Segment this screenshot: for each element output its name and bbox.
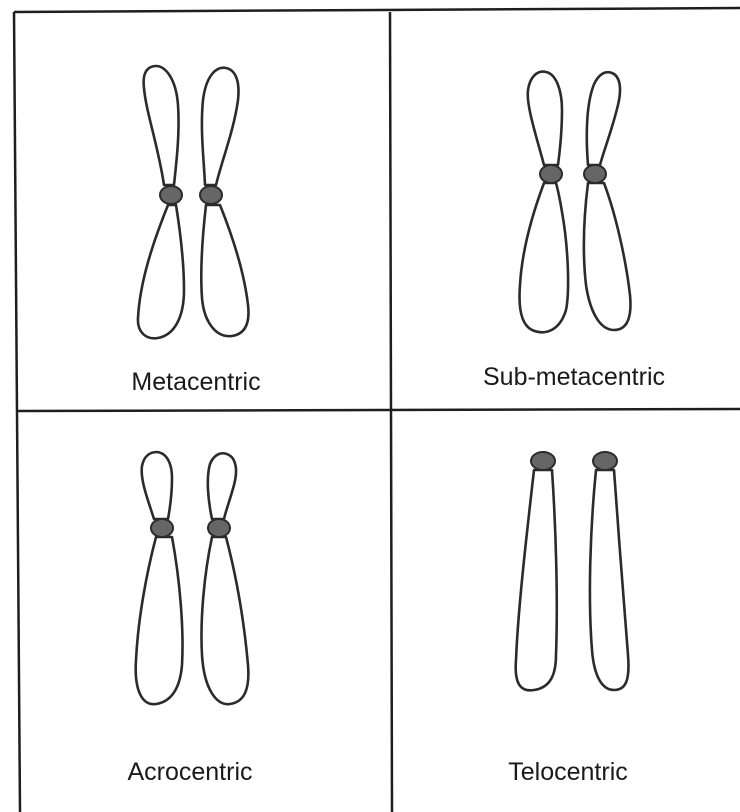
centromere [151,519,173,537]
centromere [208,519,230,537]
chromatid-left [520,72,569,333]
centromere [584,165,606,183]
centromere [540,165,562,183]
centromere [200,186,222,204]
chromatid-left [516,452,557,690]
chromatid-right [200,68,248,336]
chromatid-right [590,452,629,690]
centromere [593,452,617,470]
chromatid-left [136,452,183,704]
panel-grid [14,8,740,812]
centromere [160,186,182,204]
horizontal-divider [16,409,740,411]
chromatid-right [584,72,631,330]
panel-submetacentric: Sub-metacentric [483,72,665,391]
label-acrocentric: Acrocentric [127,758,252,786]
panel-metacentric: Metacentric [131,66,260,396]
label-telocentric: Telocentric [508,758,628,786]
chromatid-right [201,453,248,704]
centromere [531,452,555,470]
label-submetacentric: Sub-metacentric [483,363,665,391]
chromatid-left [138,66,184,338]
label-metacentric: Metacentric [131,368,260,396]
panel-telocentric: Telocentric [508,452,628,786]
top-border [14,8,740,12]
vertical-divider [390,12,392,812]
panel-acrocentric: Acrocentric [127,452,252,786]
